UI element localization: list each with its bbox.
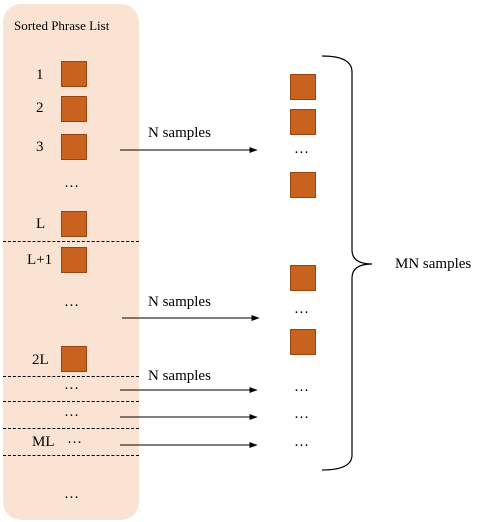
phrase-square-l [61, 211, 87, 237]
arrow-label-3: N samples [148, 368, 211, 384]
phrase-square-l-plus-1 [61, 247, 87, 273]
group-separator-2 [3, 376, 139, 377]
panel-title: Sorted Phrase List [14, 18, 110, 33]
sample-square-5 [290, 329, 316, 355]
ellipsis-d: … [64, 404, 79, 420]
right-brace [321, 55, 373, 471]
sample-square-1 [290, 74, 316, 100]
sample-ellipsis-2: … [294, 301, 309, 317]
label-2l: 2L [32, 352, 49, 368]
sample-ellipsis-3: … [294, 379, 309, 395]
sample-ellipsis-5: … [294, 434, 309, 450]
mn-samples-label: MN samples [395, 256, 472, 272]
group-separator-1 [3, 241, 139, 242]
ellipsis-c: … [64, 377, 79, 393]
sample-square-3 [290, 172, 316, 198]
ellipsis-e: … [67, 431, 82, 447]
phrase-square-2l [61, 346, 87, 372]
group-separator-4 [3, 428, 139, 429]
ellipsis-bottom: … [64, 486, 79, 502]
sample-ellipsis-1: … [294, 141, 309, 157]
label-l: L [36, 216, 46, 232]
label-1: 1 [36, 67, 44, 83]
label-l-plus-1: L+1 [27, 252, 53, 268]
sample-ellipsis-4: … [294, 406, 309, 422]
label-ml: ML [32, 434, 55, 450]
phrase-square-2 [61, 96, 87, 122]
arrow-label-1: N samples [148, 125, 211, 141]
label-3: 3 [36, 139, 44, 155]
sample-square-2 [290, 109, 316, 135]
ellipsis-a: … [64, 175, 79, 191]
phrase-square-3 [61, 134, 87, 160]
phrase-square-1 [61, 61, 87, 87]
sample-square-4 [290, 265, 316, 291]
group-separator-5 [3, 455, 139, 456]
label-2: 2 [36, 100, 44, 116]
ellipsis-b: … [64, 294, 79, 310]
group-separator-3 [3, 401, 139, 402]
arrow-label-2: N samples [148, 294, 211, 310]
